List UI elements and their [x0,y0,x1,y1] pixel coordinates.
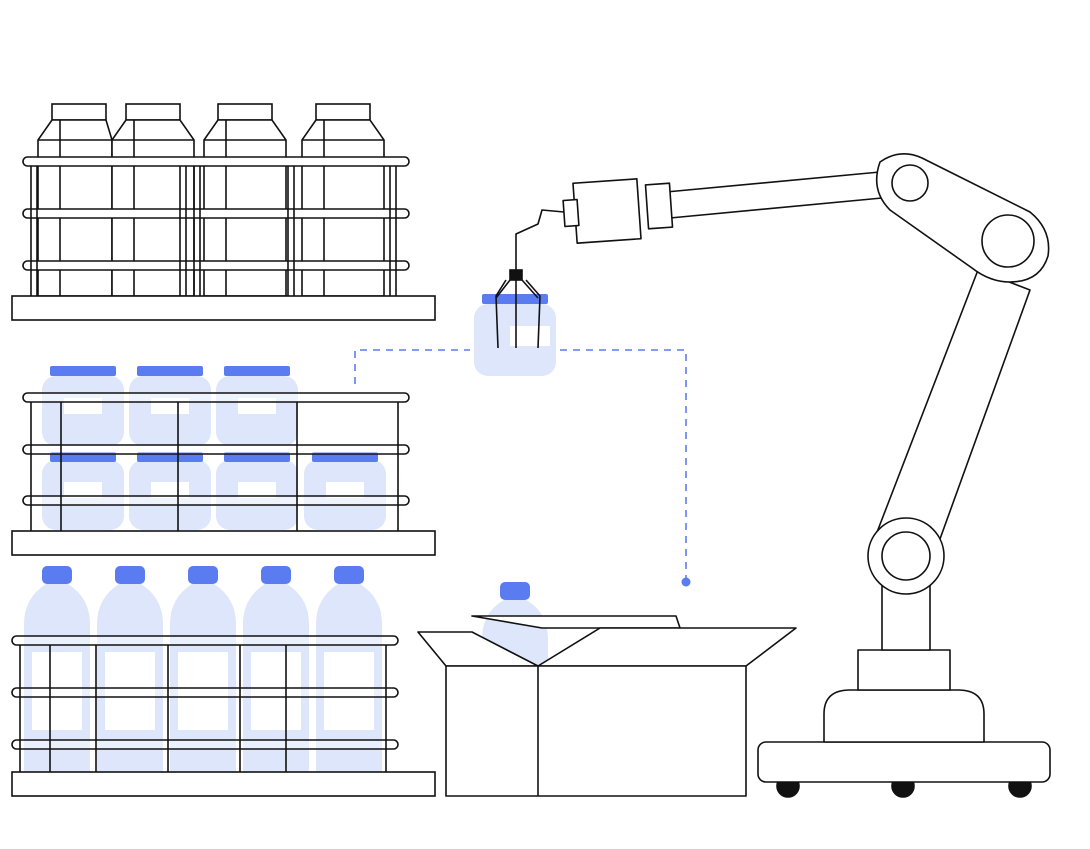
jar-icon [129,366,211,446]
jar-icon [304,452,386,530]
jar-icon [216,452,298,530]
jar-icon [42,366,124,446]
wrist-joint [981,214,1035,268]
milk-carton-shelf [11,103,436,321]
drop-point [681,577,691,587]
jar-icon [474,294,556,376]
robotic-arm-icon [515,153,1051,798]
jar-shelf [11,366,436,556]
jar-icon [129,452,211,530]
bottle-shelf [11,566,436,797]
bottle-icon [97,566,163,772]
robot-base [757,579,1051,798]
bottle-icon [170,566,236,772]
jar-icon [216,366,298,446]
open-box-icon [417,582,797,797]
motion-path [354,349,687,578]
bottle-icon [243,566,309,772]
jar-icon [42,452,124,530]
bottle-icon [316,566,382,772]
gripper-icon [474,269,556,376]
shoulder-joint [891,164,929,202]
bottle-icon [24,566,90,772]
